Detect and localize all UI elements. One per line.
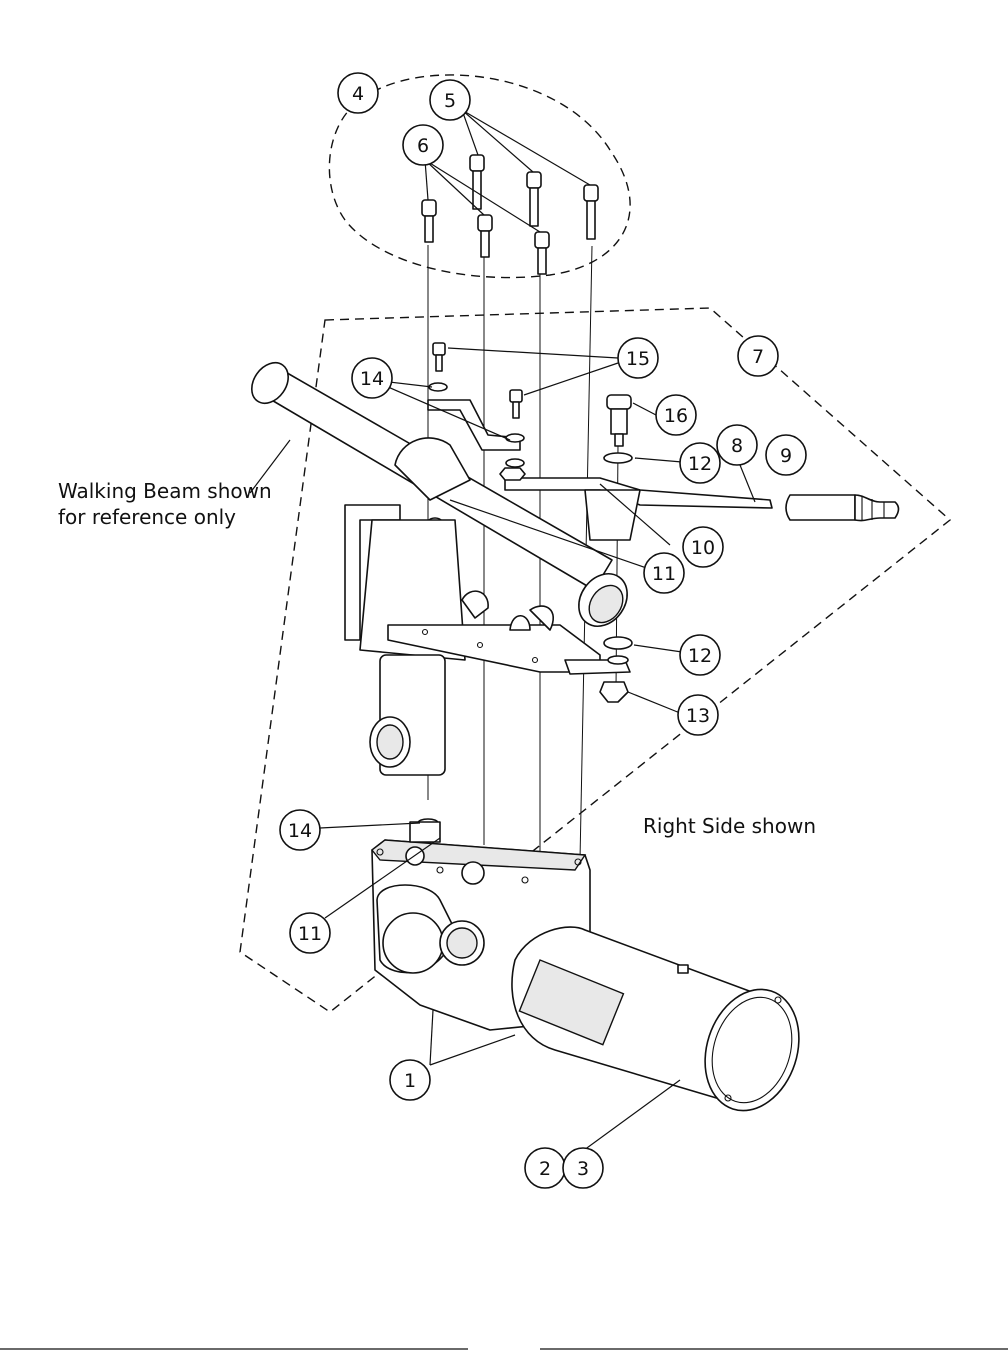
screw-6a xyxy=(421,199,437,243)
leader-lines xyxy=(249,109,756,1154)
walking-beam-note-line2: for reference only xyxy=(58,505,236,529)
svg-text:11: 11 xyxy=(298,923,322,945)
hardware-small xyxy=(417,342,633,828)
screw-6b xyxy=(477,214,493,258)
walking-beam xyxy=(251,361,628,661)
washer-12-lower xyxy=(603,636,633,650)
callout-6: 6 xyxy=(402,124,444,166)
callout-11-lower: 11 xyxy=(289,912,331,954)
callout-15: 15 xyxy=(617,337,659,379)
callout-2: 2 xyxy=(524,1147,566,1189)
group-boundary-4 xyxy=(328,74,631,279)
washer-upper-a xyxy=(505,433,525,443)
svg-text:8: 8 xyxy=(731,435,743,457)
lock-nut-13 xyxy=(599,681,629,703)
svg-text:5: 5 xyxy=(444,90,456,112)
callout-8: 8 xyxy=(716,424,758,466)
svg-text:12: 12 xyxy=(688,453,712,475)
callout-3: 3 xyxy=(562,1147,604,1189)
callout-4: 4 xyxy=(337,72,379,114)
svg-text:15: 15 xyxy=(626,348,650,370)
screw-6c xyxy=(534,231,550,275)
callout-14-lower: 14 xyxy=(279,809,321,851)
vertical-post xyxy=(369,654,446,776)
callout-14-upper: 14 xyxy=(351,357,393,399)
screw-5c xyxy=(583,184,599,240)
callout-13: 13 xyxy=(677,694,719,736)
washer-12-lower-b xyxy=(607,655,629,665)
bolt-15b xyxy=(509,389,523,419)
pin-9 xyxy=(785,494,900,522)
svg-text:1: 1 xyxy=(404,1070,416,1092)
svg-text:12: 12 xyxy=(688,645,712,667)
washer-12-upper xyxy=(603,452,633,464)
bolt-15a xyxy=(432,342,446,372)
svg-text:16: 16 xyxy=(664,405,688,427)
svg-text:3: 3 xyxy=(577,1158,589,1180)
svg-text:9: 9 xyxy=(780,445,792,467)
callout-1: 1 xyxy=(389,1059,431,1101)
motor xyxy=(511,926,800,1112)
callout-5: 5 xyxy=(429,79,471,121)
screw-5a xyxy=(469,154,485,210)
callout-9: 9 xyxy=(765,434,807,476)
walking-beam-note-line1: Walking Beam shown xyxy=(58,479,272,503)
shoulder-bolt-16 xyxy=(606,394,632,447)
svg-text:2: 2 xyxy=(539,1158,551,1180)
svg-text:6: 6 xyxy=(417,135,429,157)
svg-text:14: 14 xyxy=(360,368,384,390)
callout-16: 16 xyxy=(655,394,697,436)
callout-12-upper: 12 xyxy=(679,442,721,484)
right-side-note: Right Side shown xyxy=(643,814,816,838)
washer-upper-b xyxy=(505,458,525,468)
callout-7: 7 xyxy=(737,335,779,377)
group-boundary-7 xyxy=(239,307,952,1013)
callout-10: 10 xyxy=(682,526,724,568)
screw-set xyxy=(421,154,599,275)
nut-upper xyxy=(499,467,526,481)
screw-5b xyxy=(526,171,542,227)
svg-text:13: 13 xyxy=(686,705,710,727)
callout-11-upper: 11 xyxy=(643,552,685,594)
svg-text:11: 11 xyxy=(652,563,676,585)
svg-text:10: 10 xyxy=(691,537,715,559)
callout-12-lower: 12 xyxy=(679,634,721,676)
svg-text:7: 7 xyxy=(752,346,764,368)
svg-text:14: 14 xyxy=(288,820,312,842)
svg-text:4: 4 xyxy=(352,83,364,105)
